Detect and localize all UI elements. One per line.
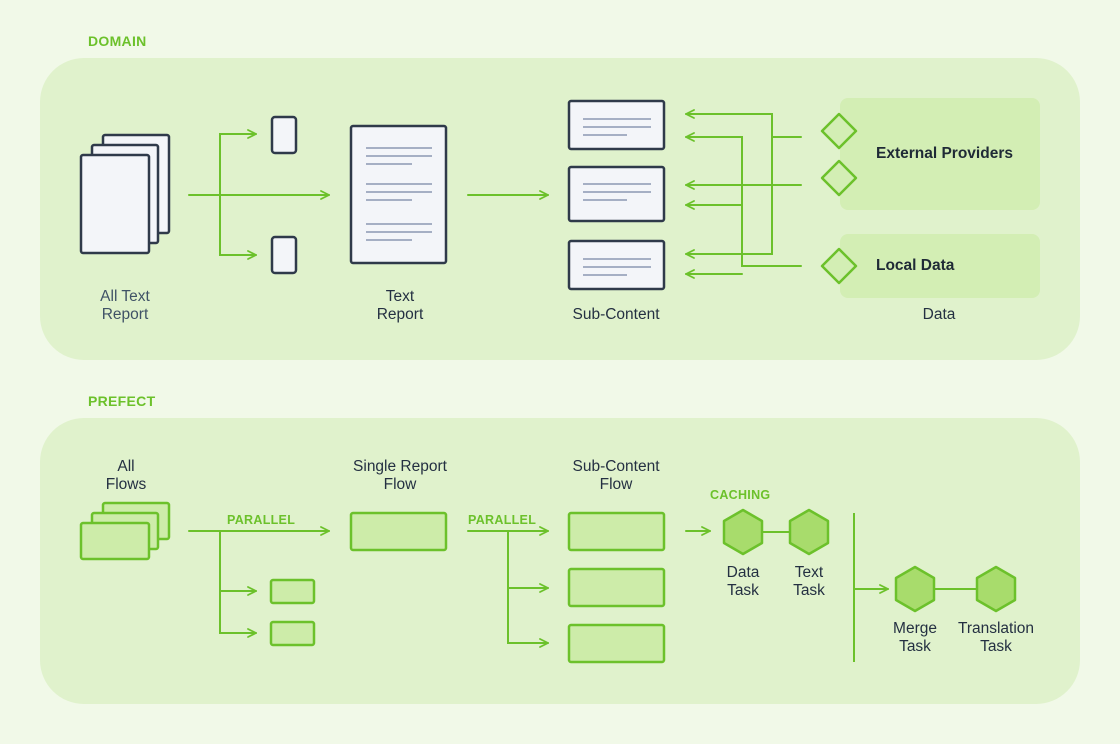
merge-task-hexagon: [894, 565, 936, 613]
sub-content-docs: [567, 99, 666, 291]
single-report-flow-box: [349, 511, 448, 552]
all-text-report-docs: [79, 133, 171, 255]
data-task-label: Data Task: [726, 564, 760, 599]
all-flows-label: All Flows: [105, 458, 147, 493]
prefect-split-connectors-1: [188, 526, 330, 638]
all-text-report-label: All Text Report: [100, 288, 150, 323]
parallel-label-1: PARALLEL: [227, 513, 296, 527]
domain-split-connectors: [188, 129, 330, 260]
translation-task-hexagon: [975, 565, 1017, 613]
all-flows-stack: [79, 501, 171, 561]
merge-task-label: Merge Task: [893, 620, 937, 655]
data-label: Data: [922, 306, 956, 323]
caching-label: CACHING: [710, 488, 771, 502]
local-data-card: [840, 234, 1040, 298]
text-report-label: Text Report: [376, 288, 424, 323]
domain-section-label: DOMAIN: [88, 33, 147, 49]
prefect-section-label: PREFECT: [88, 393, 156, 409]
text-task-hexagon: [788, 508, 830, 556]
translation-task-label: Translation Task: [957, 620, 1035, 655]
external-providers-label: External Providers: [876, 145, 1013, 162]
sub-content-flow-boxes: [567, 511, 666, 664]
data-feed-connectors: [685, 109, 802, 279]
external-providers-card: [840, 98, 1040, 210]
parallel-label-2: PARALLEL: [468, 513, 537, 527]
single-report-flow-label: Single Report Flow: [353, 458, 447, 493]
prefect-panel: [40, 418, 1080, 704]
sub-content-label: Sub-Content: [572, 306, 660, 323]
data-task-hexagon: [722, 508, 764, 556]
prefect-split-connectors-2: [467, 526, 549, 648]
text-report-doc: [349, 124, 448, 265]
small-page-icons: [270, 115, 298, 275]
data-diamond-icons: [820, 112, 858, 285]
sub-content-flow-label: Sub-Content Flow: [572, 458, 660, 493]
text-task-label: Text Task: [793, 564, 825, 599]
flow-boxes-small: [269, 578, 316, 647]
local-data-label: Local Data: [876, 257, 955, 274]
